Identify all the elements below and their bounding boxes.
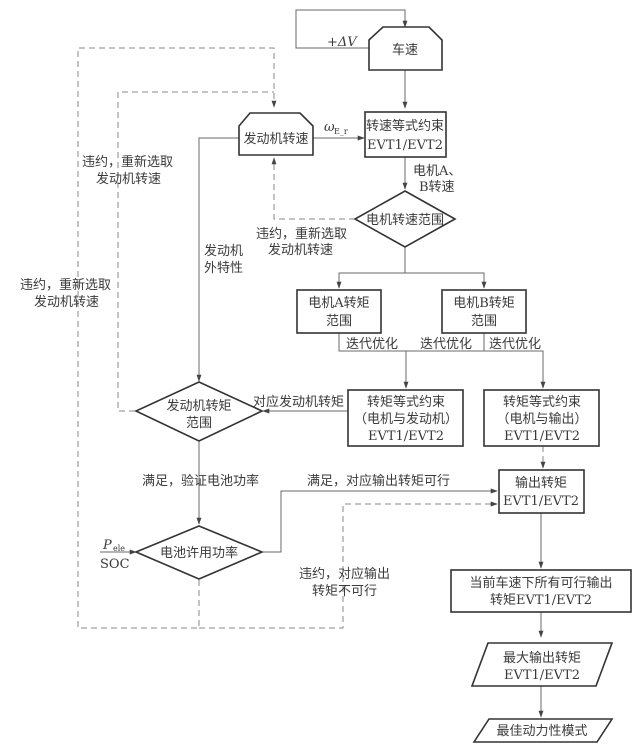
node-motor-b-line1: 电机B转矩 [453, 296, 515, 311]
node-vehicle-speed-label: 车速 [392, 42, 418, 58]
node-max-line1: 最大输出转矩 [503, 650, 581, 666]
node-motor-a-torque: 电机A转矩 范围 [296, 289, 382, 334]
label-iter-opt-3: 迭代优化 [489, 337, 541, 352]
node-speed-constraint: 转速等式约束 EVT1/EVT2 [364, 111, 447, 158]
node-torque-constraint-engine: 转矩等式约束 （电机与发动机） EVT1/EVT2 [347, 389, 464, 447]
label-motor-ab-speed-1: 电机A、 [413, 164, 461, 179]
label-delta-v: +ΔV [327, 35, 358, 50]
node-engine-torque-range: 发动机转矩 范围 [134, 381, 264, 442]
edge-dashed-outer-loop [77, 47, 277, 629]
node-output-line1: 输出转矩 [515, 475, 567, 491]
label-violate-output-infeasible-2: 转矩不可行 [312, 584, 377, 599]
label-violate-inner-2: 发动机转速 [96, 171, 161, 187]
node-etr-line2: 范围 [186, 416, 212, 431]
node-motor-b-torque: 电机B转矩 范围 [441, 289, 527, 334]
node-output-line2: EVT1/EVT2 [503, 494, 579, 509]
node-all-feasible: 当前车速下所有可行输出 转矩EVT1/EVT2 [450, 569, 632, 613]
edge-dashed-inner-loop [117, 91, 274, 412]
label-iter-opt-1: 迭代优化 [346, 337, 398, 352]
label-soc: SOC [100, 557, 130, 572]
node-motor-b-line2: 范围 [471, 314, 497, 329]
label-violate-inner-1: 违约，重新选取 [82, 154, 173, 170]
edge-output-feasible [262, 488, 498, 553]
node-tce-line3: EVT1/EVT2 [368, 429, 444, 444]
label-motor-ab-speed-2: B转速 [419, 180, 455, 195]
edge-engine-external [196, 137, 239, 382]
node-tco-line3: EVT1/EVT2 [504, 429, 580, 444]
label-violate-outer-2: 发动机转速 [34, 294, 99, 310]
node-battery-label: 电池许用功率 [160, 545, 238, 561]
label-satisfy-output-feasible: 满足，对应输出转矩可行 [307, 473, 450, 489]
node-torque-constraint-output: 转矩等式约束 （电机与输出） EVT1/EVT2 [483, 389, 600, 447]
edge-motor-range-split [336, 247, 406, 289]
node-tce-line2: （电机与发动机） [354, 411, 458, 427]
node-all-line2: 转矩EVT1/EVT2 [490, 593, 592, 608]
label-violate-output-infeasible-1: 违约，对应输出 [299, 566, 390, 582]
node-tco-line1: 转矩等式约束 [503, 394, 581, 410]
node-speed-constraint-line2: EVT1/EVT2 [367, 138, 443, 153]
label-violate-motor-2: 发动机转速 [268, 242, 333, 258]
edge-iter-opt-bus [338, 333, 546, 389]
node-tco-line2: （电机与输出） [496, 411, 587, 427]
node-motor-speed-range: 电机转速范围 [353, 190, 457, 248]
node-all-line1: 当前车速下所有可行输出 [469, 575, 612, 591]
label-violate-motor-1: 违约，重新选取 [256, 226, 347, 242]
node-engine-speed-label: 发动机转速 [243, 131, 308, 147]
label-satisfy-verify-battery: 满足，验证电池功率 [142, 473, 259, 489]
label-p-ele: P [102, 538, 112, 553]
label-iter-opt-2: 迭代优化 [420, 337, 472, 352]
edge-dashed-output-infeasible [199, 501, 498, 629]
label-engine-external-1: 发动机 [204, 243, 243, 259]
node-vehicle-speed: 车速 [368, 26, 443, 71]
node-max-output: 最大输出转矩 EVT1/EVT2 [470, 642, 614, 687]
node-etr-line1: 发动机转矩 [166, 398, 231, 414]
label-omega: ω [324, 120, 335, 135]
label-corresponding-engine-torque: 对应发动机转矩 [253, 394, 344, 410]
label-engine-external-2: 外特性 [204, 261, 243, 276]
node-motor-a-line2: 范围 [326, 314, 352, 329]
label-violate-outer-1: 违约，重新选取 [20, 277, 111, 293]
label-omega-sub: E_r [334, 127, 348, 136]
label-p-ele-sub: ele [113, 544, 125, 553]
edge-delta-v-loop [295, 9, 408, 49]
node-tce-line1: 转矩等式约束 [367, 394, 445, 410]
node-best-label: 最佳动力性模式 [496, 724, 587, 739]
node-engine-speed: 发动机转速 [238, 112, 314, 156]
edge-motor-range-split-b [405, 272, 487, 289]
node-speed-constraint-line1: 转速等式约束 [366, 118, 444, 134]
node-battery-power: 电池许用功率 [133, 525, 265, 580]
node-motor-a-line1: 电机A转矩 [308, 296, 369, 311]
node-best-mode: 最佳动力性模式 [472, 718, 614, 743]
edge-dashed-motor-loop [271, 157, 355, 220]
node-motor-speed-range-label: 电机转速范围 [366, 213, 444, 228]
node-output-torque: 输出转矩 EVT1/EVT2 [498, 469, 585, 514]
node-max-line2: EVT1/EVT2 [504, 668, 580, 683]
